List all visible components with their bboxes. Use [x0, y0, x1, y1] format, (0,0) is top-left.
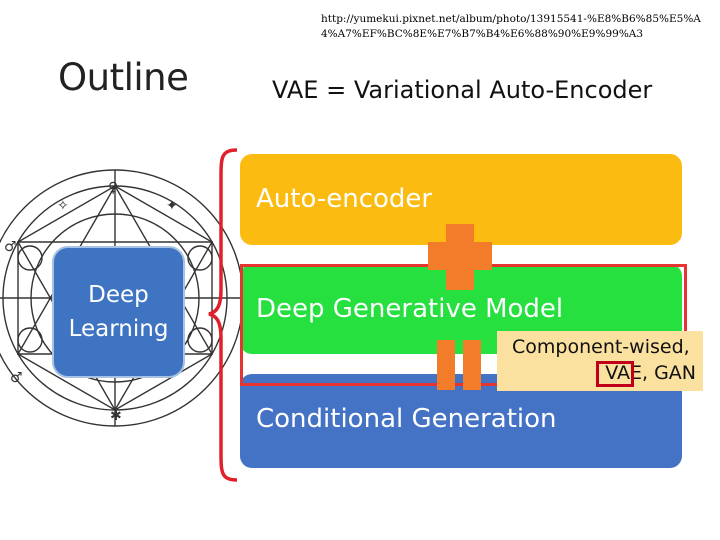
deep-learning-line2: Learning	[68, 316, 169, 342]
deep-learning-box: Deep Learning	[52, 246, 185, 378]
curly-brace-icon	[208, 148, 238, 482]
conditional-generation-label: Conditional Generation	[256, 404, 557, 434]
vae-highlight	[596, 361, 634, 387]
svg-text:✧: ✧	[57, 198, 69, 214]
svg-text:✦: ✦	[166, 198, 178, 214]
gan-label: , GAN	[641, 362, 696, 384]
deep-generative-model-label: Deep Generative Model	[256, 294, 564, 324]
source-url[interactable]: http://yumekui.pixnet.net/album/photo/13…	[321, 13, 701, 40]
deep-learning-line1: Deep	[88, 282, 149, 308]
plus-icon-horizontal	[428, 242, 492, 270]
svg-text:✱: ✱	[110, 408, 122, 424]
slide-title: Outline	[58, 56, 189, 99]
equals-icon-bar-left	[437, 340, 455, 390]
subtitle: VAE = Variational Auto-Encoder	[272, 76, 653, 104]
svg-text:♂: ♂	[10, 370, 23, 386]
equals-icon-bar-right	[463, 340, 481, 390]
svg-text:♀: ♀	[108, 180, 118, 196]
svg-text:♂: ♂	[4, 239, 17, 255]
component-line1: Component-wised,	[512, 336, 690, 358]
auto-encoder-label: Auto-encoder	[256, 184, 433, 214]
